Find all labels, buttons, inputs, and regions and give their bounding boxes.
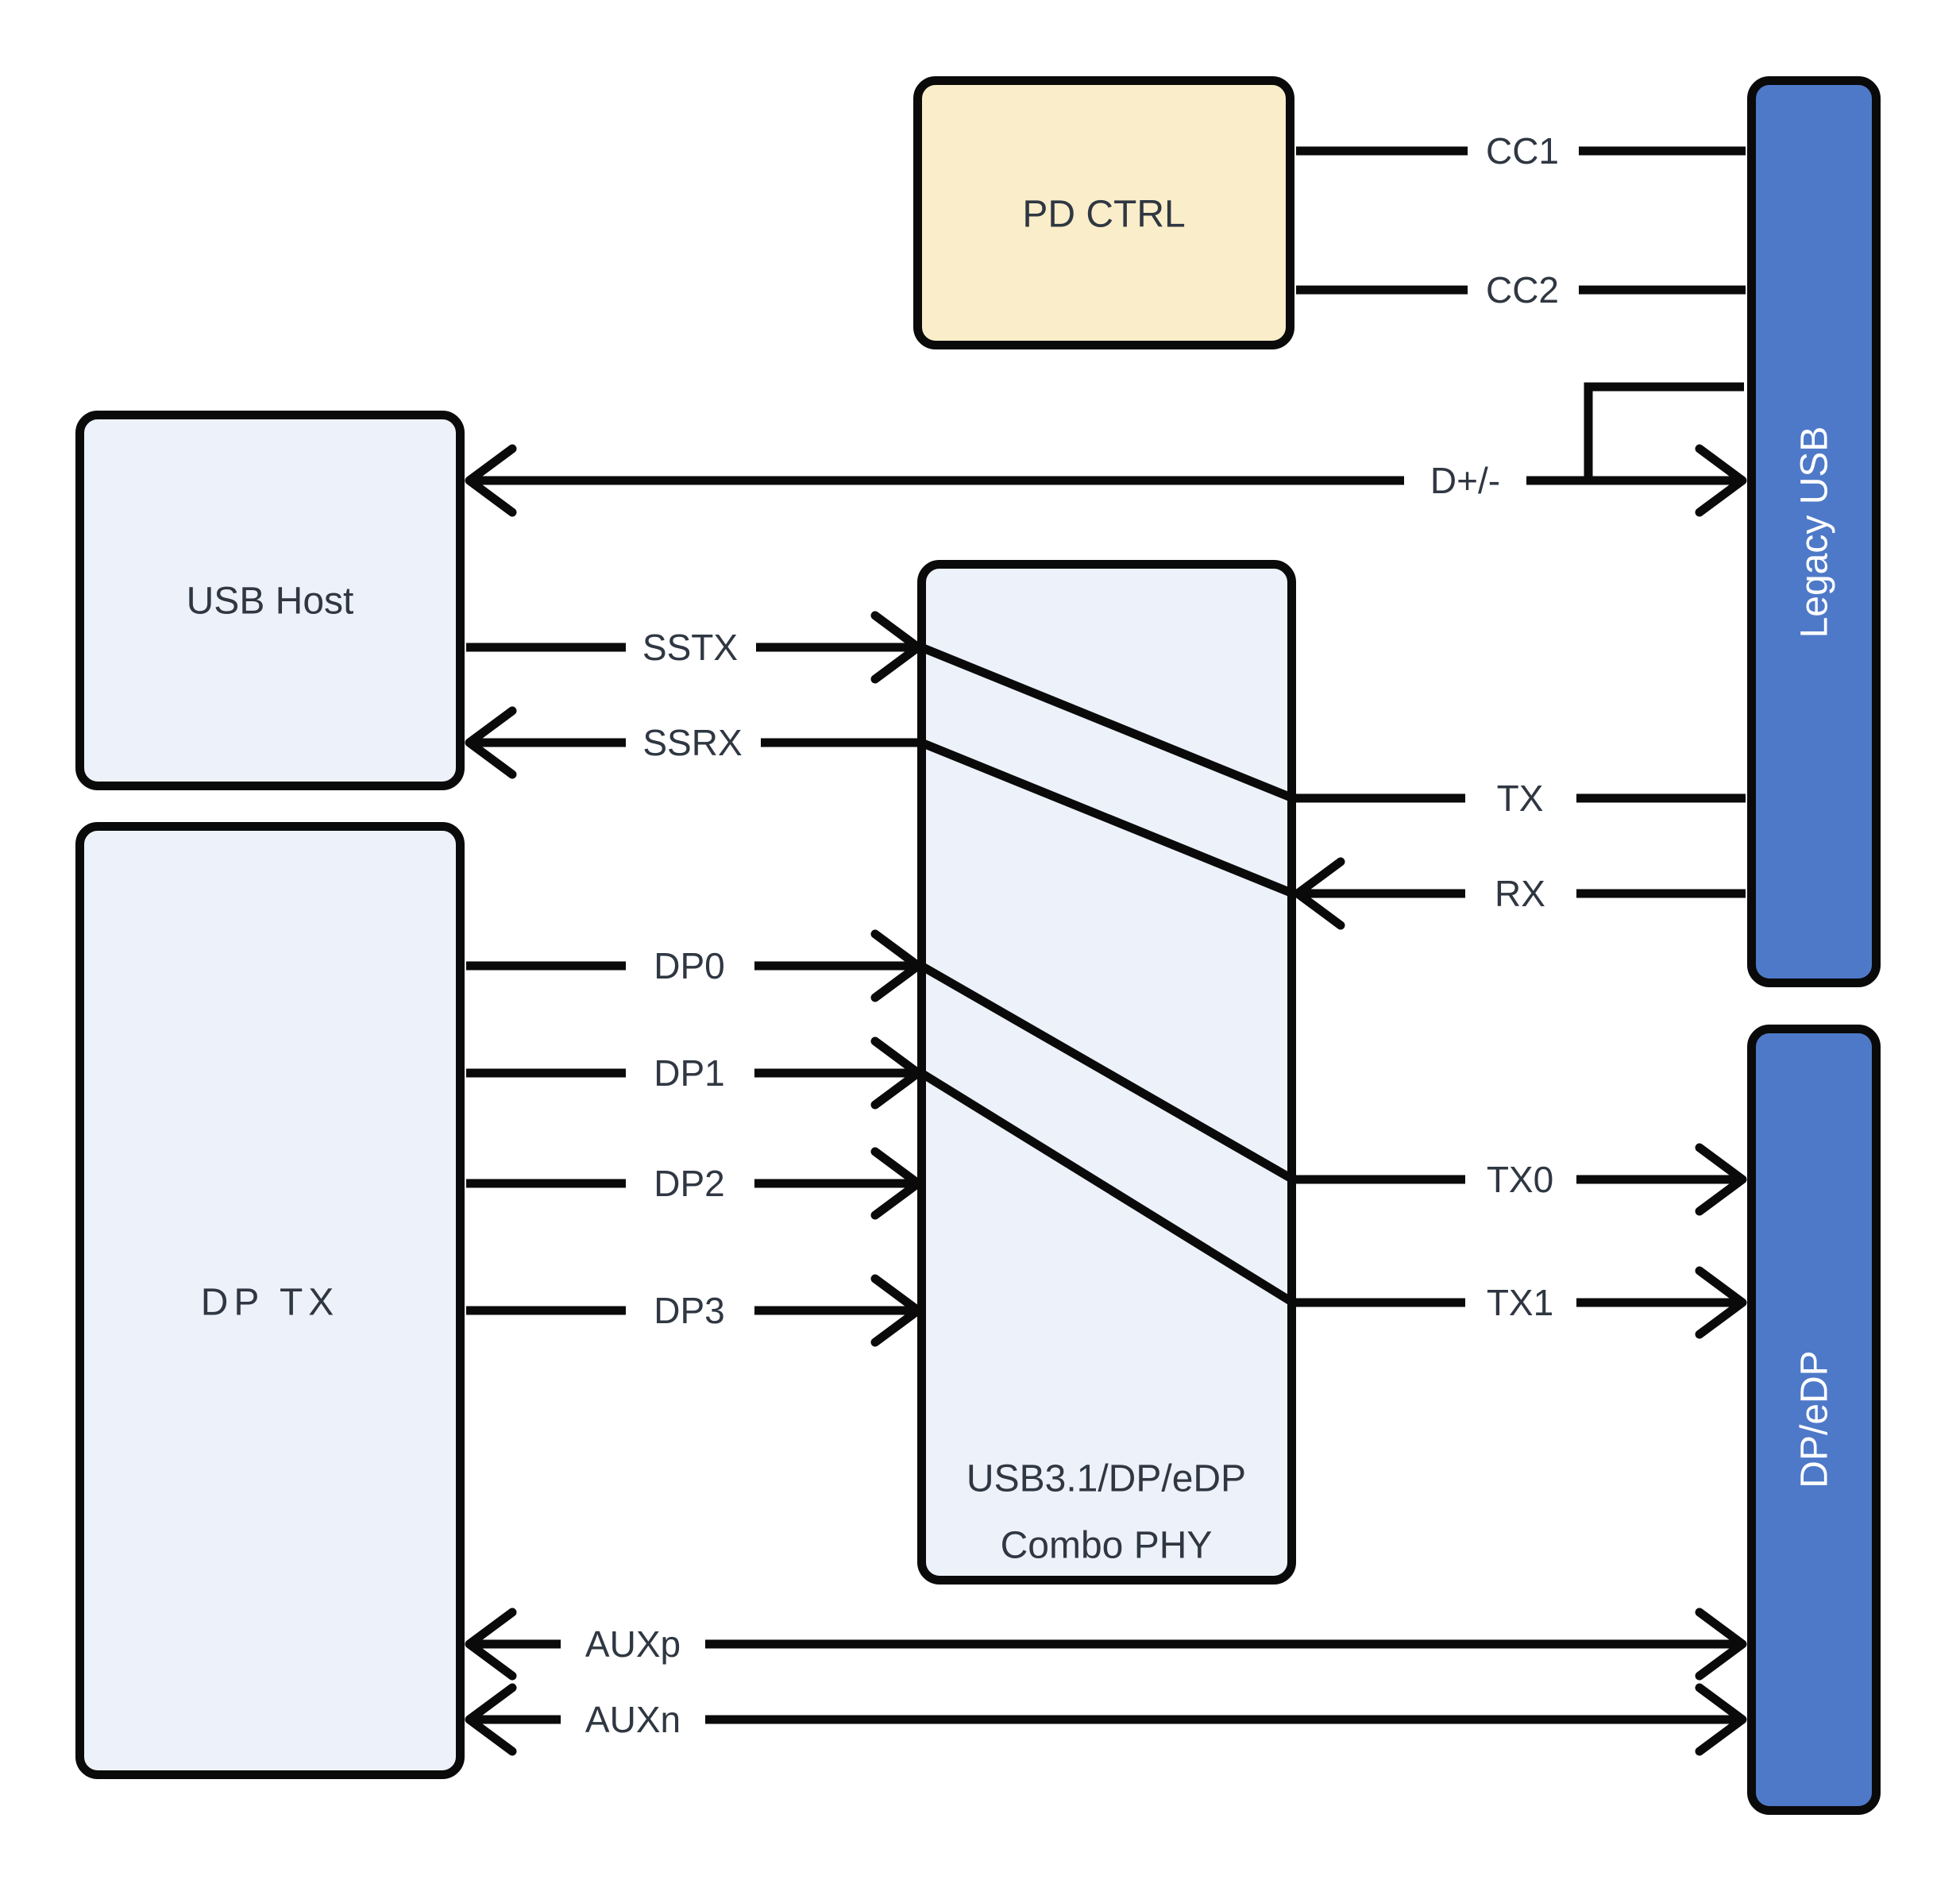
usb-host-label: USB Host: [186, 580, 354, 623]
cc1-label: CC1: [1485, 130, 1560, 172]
rx-label: RX: [1495, 873, 1545, 914]
node-usb-host: [75, 411, 465, 790]
connector-dp1: [466, 1036, 923, 1110]
tx0-label: TX0: [1486, 1159, 1554, 1200]
pd-ctrl-label: PD CTRL: [1022, 193, 1186, 236]
dpm-label: D+/-: [1429, 460, 1501, 501]
combo-phy-label-line1: USB3.1/DP/eDP: [966, 1457, 1247, 1500]
dp0-label: DP0: [654, 945, 725, 986]
node-dp-tx: [75, 822, 465, 1779]
connector-dp0: [466, 929, 923, 1002]
connector-tx1: [1294, 1266, 1747, 1339]
dp-edp-label: DP/eDP: [1793, 1350, 1836, 1488]
connector-auxn: [465, 1683, 1747, 1756]
connector-sstx: [466, 611, 923, 684]
ssrx-label: SSRX: [642, 722, 743, 763]
connector-d-plus-minus: [465, 382, 1747, 517]
connector-ssrx: [465, 706, 921, 779]
sstx-label: SSTX: [642, 627, 739, 668]
tx1-label: TX1: [1486, 1282, 1554, 1323]
connector-tx0: [1294, 1143, 1747, 1216]
connector-dp2: [466, 1147, 923, 1220]
combo-phy-label-line2: Combo PHY: [1000, 1524, 1213, 1567]
auxn-label: AUXn: [585, 1699, 681, 1740]
dp-tx-label: DP TX: [200, 1281, 340, 1324]
phy-mux-diagonals: [919, 643, 1295, 1307]
cc2-label: CC2: [1485, 269, 1560, 311]
node-dp-edp: [1747, 1025, 1881, 1815]
auxp-label: AUXp: [585, 1623, 681, 1665]
node-legacy-usb: [1747, 76, 1881, 987]
dp3-label: DP3: [654, 1290, 725, 1331]
connector-auxp: [465, 1608, 1747, 1681]
tx-label: TX: [1496, 778, 1544, 819]
dp1-label: DP1: [654, 1052, 725, 1094]
connector-rx: [1293, 857, 1746, 930]
connector-dp3: [466, 1274, 923, 1347]
node-pd-ctrl: [913, 76, 1294, 349]
legacy-usb-label: Legacy USB: [1793, 426, 1836, 639]
dp2-label: DP2: [654, 1163, 725, 1204]
